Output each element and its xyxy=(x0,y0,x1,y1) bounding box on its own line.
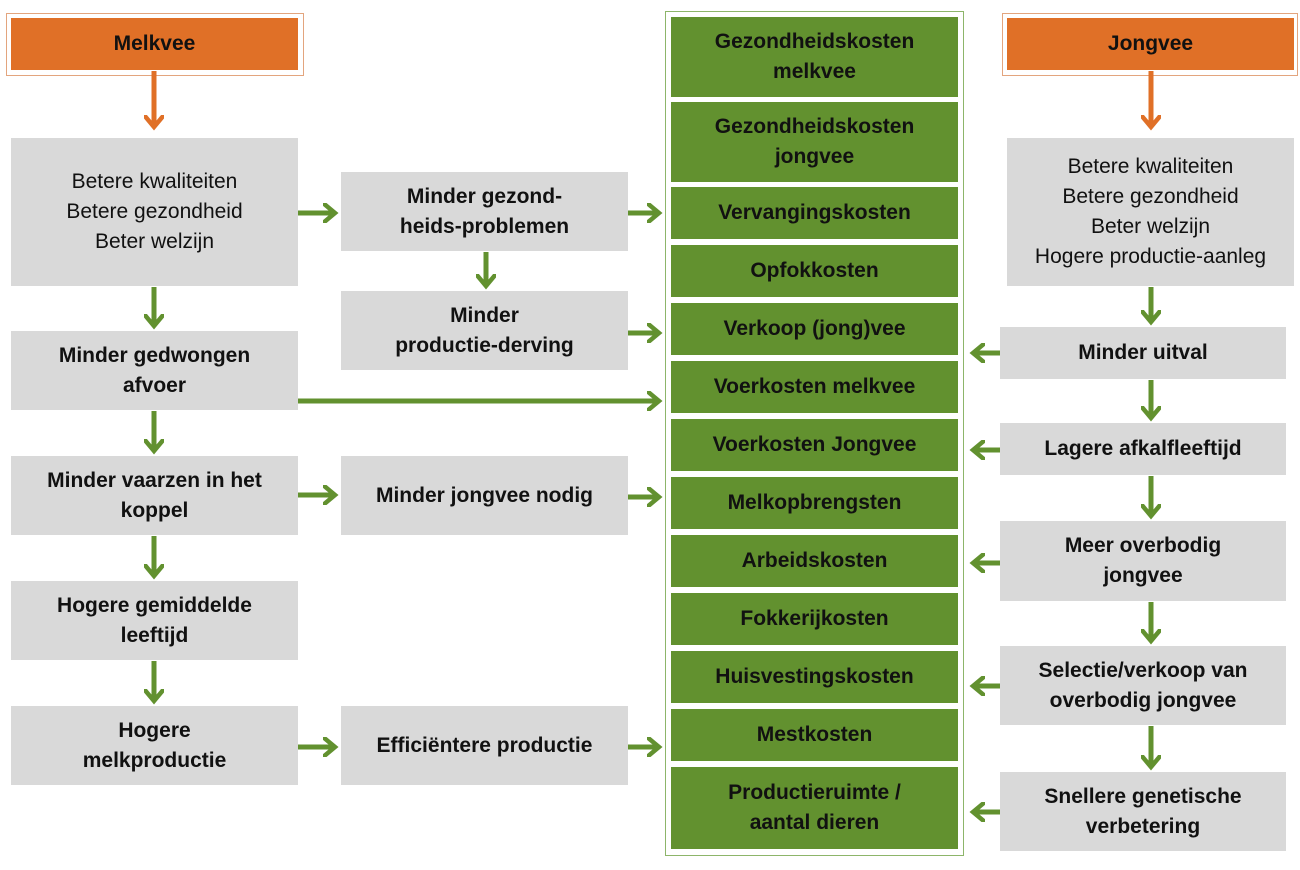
cost-item-arbeidskosten: Arbeidskosten xyxy=(671,535,958,587)
cost-item-huisvestingskosten: Huisvestingskosten xyxy=(671,651,958,703)
cost-item-gezondheidskosten-jongvee: Gezondheidskosten jongvee xyxy=(671,102,958,182)
right-box-selectie-verkoop: Selectie/verkoop van overbodig jongvee xyxy=(1000,646,1286,725)
cost-item-gezondheidskosten-melkvee: Gezondheidskosten melkvee xyxy=(671,17,958,97)
melkvee-header: Melkvee xyxy=(11,18,298,70)
right-box-lagere-afkalfleeftijd: Lagere afkalfleeftijd xyxy=(1000,423,1286,475)
right-box-snellere-genetische-verbetering: Snellere genetische verbetering xyxy=(1000,772,1286,851)
cost-item-opfokkosten: Opfokkosten xyxy=(671,245,958,297)
cost-item-vervangingskosten: Vervangingskosten xyxy=(671,187,958,239)
cost-item-voerkosten-jongvee: Voerkosten Jongvee xyxy=(671,419,958,471)
right-box-meer-overbodig-jongvee: Meer overbodig jongvee xyxy=(1000,521,1286,601)
left-box-minder-vaarzen: Minder vaarzen in het koppel xyxy=(11,456,298,535)
right-box-betere-kwaliteiten: Betere kwaliteiten Betere gezondheid Bet… xyxy=(1007,138,1294,286)
mid-box-minder-jongvee-nodig: Minder jongvee nodig xyxy=(341,456,628,535)
cost-item-voerkosten-melkvee: Voerkosten melkvee xyxy=(671,361,958,413)
left-box-betere-kwaliteiten: Betere kwaliteiten Betere gezondheid Bet… xyxy=(11,138,298,286)
cost-items-frame xyxy=(665,11,964,856)
cost-item-verkoop-jongvee: Verkoop (jong)vee xyxy=(671,303,958,355)
right-box-minder-uitval: Minder uitval xyxy=(1000,327,1286,379)
cost-item-mestkosten: Mestkosten xyxy=(671,709,958,761)
mid-box-efficientere-productie: Efficiëntere productie xyxy=(341,706,628,785)
mid-box-minder-gezondheidsproblemen: Minder gezond- heids-problemen xyxy=(341,172,628,251)
jongvee-header: Jongvee xyxy=(1007,18,1294,70)
cost-item-fokkerijkosten: Fokkerijkosten xyxy=(671,593,958,645)
left-box-hogere-leeftijd: Hogere gemiddelde leeftijd xyxy=(11,581,298,660)
left-box-minder-gedwongen-afvoer: Minder gedwongen afvoer xyxy=(11,331,298,410)
cost-item-melkopbrengsten: Melkopbrengsten xyxy=(671,477,958,529)
cost-item-productieruimte: Productieruimte / aantal dieren xyxy=(671,767,958,849)
left-box-hogere-melkproductie: Hogere melkproductie xyxy=(11,706,298,785)
mid-box-minder-productiederving: Minder productie-derving xyxy=(341,291,628,370)
